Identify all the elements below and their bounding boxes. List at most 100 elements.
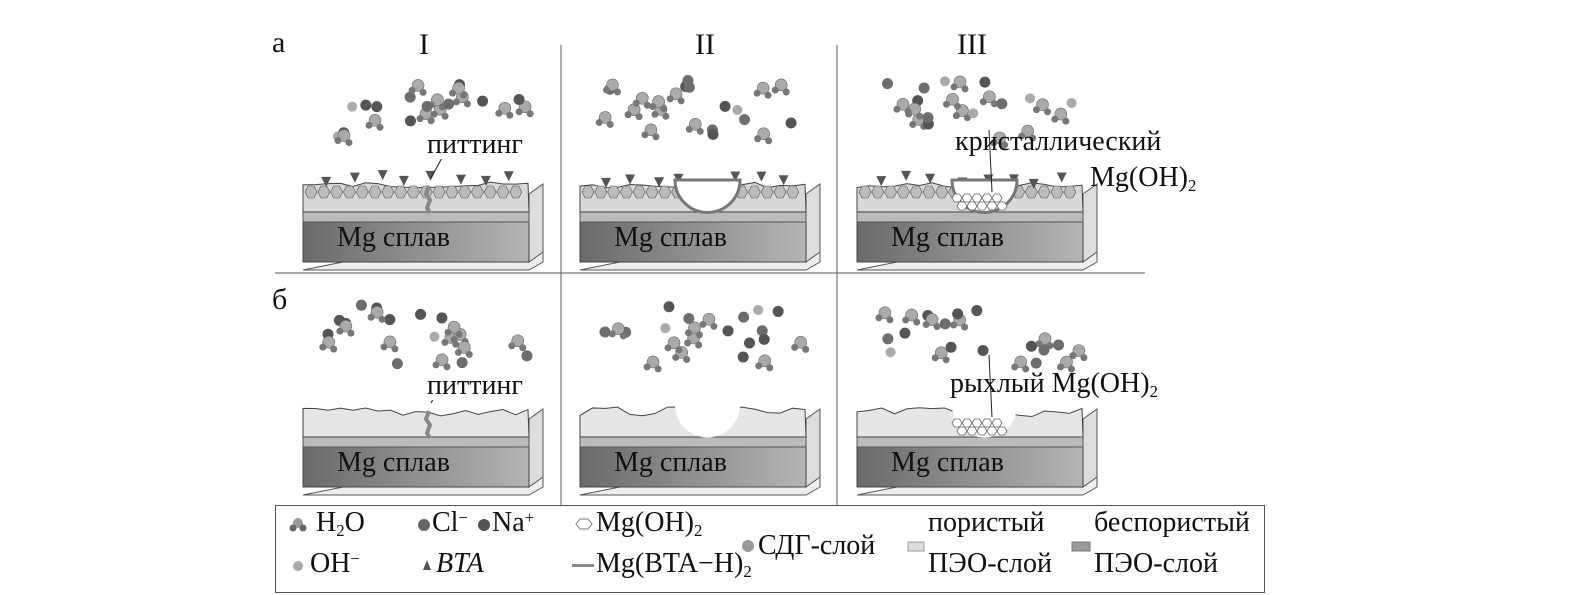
bta-molecule [601, 177, 612, 188]
ldh-platelet [594, 185, 608, 199]
na-ion [443, 98, 455, 110]
legend-nonporous-1: беспористый [1094, 507, 1250, 538]
cl-ion [436, 312, 448, 324]
h2o-molecule [454, 341, 473, 358]
h-atom [635, 113, 643, 121]
mgoh-crystal [986, 426, 998, 436]
h-atom [990, 100, 998, 108]
h-atom [595, 118, 603, 126]
h-atom [619, 332, 627, 340]
pitting-label-b: питтинг [427, 370, 523, 401]
o-atom [946, 92, 959, 106]
pit [673, 178, 742, 214]
h-atom [624, 111, 632, 119]
h-atom [408, 86, 416, 94]
h-atom [455, 330, 463, 338]
peo-nonporous-layer [579, 211, 807, 223]
h-atom [450, 335, 458, 343]
h2o-molecule [643, 355, 662, 373]
ldh-platelet [445, 185, 459, 199]
o-atom [905, 308, 918, 322]
peo-nonporous-layer [302, 436, 530, 448]
h-atom [1022, 365, 1030, 373]
ldh-platelet [935, 185, 949, 199]
na-ion [683, 81, 695, 93]
h-atom [1033, 106, 1041, 114]
h-atom [672, 353, 680, 361]
h-atom [1029, 134, 1037, 142]
h-atom [1011, 363, 1019, 371]
ldh-platelet [458, 185, 471, 199]
oh-ion [347, 101, 358, 112]
mg-alloy-block [302, 221, 530, 263]
o-atom [612, 322, 625, 336]
bta-icon [423, 560, 431, 570]
mgbta-line-icon [572, 564, 594, 567]
h-atom [782, 88, 790, 96]
cl-ion [384, 314, 396, 326]
h-atom [452, 98, 460, 106]
h-atom [943, 100, 951, 108]
ldh-platelet [304, 185, 318, 199]
o-atom [435, 353, 449, 367]
column-label-3: III [957, 28, 987, 61]
o-atom [337, 129, 351, 142]
cl-ion [477, 95, 489, 107]
pit [675, 405, 740, 438]
cl-ion [952, 308, 964, 320]
h2o-molecule [875, 306, 894, 324]
loose-mgoh-label: рыхлый Mg(OH)2 [950, 368, 1158, 402]
o-atom [794, 336, 807, 349]
h2o-molecule [1033, 98, 1052, 116]
o-atom [598, 111, 612, 124]
block-side-face [528, 183, 544, 263]
h-atom [664, 344, 672, 352]
h2o-molecule [666, 87, 685, 105]
cl-ion [404, 115, 416, 127]
h-atom [654, 365, 662, 373]
legend-cl: Cl− [432, 507, 468, 538]
na-ion [355, 299, 367, 311]
ldh-platelet [922, 185, 936, 199]
ldh-platelet [760, 185, 774, 199]
h-atom [961, 323, 969, 331]
ldh-platelet [607, 185, 620, 199]
mgoh-crystal [951, 193, 963, 203]
cl-ion [371, 101, 383, 113]
h-atom [886, 316, 894, 324]
o-atom [452, 81, 465, 95]
column-label-1: I [419, 28, 429, 61]
h2o-molecule [444, 320, 463, 338]
h-atom [802, 345, 810, 353]
h2o-molecule [1057, 355, 1076, 373]
pitting-arrow [430, 155, 444, 179]
block-side-face [528, 408, 544, 488]
na-ion [683, 312, 695, 324]
oh-ion [732, 104, 743, 115]
h-atom [1018, 132, 1026, 140]
h-atom [460, 91, 468, 99]
ldh-platelet [496, 185, 510, 199]
bta-molecule [321, 176, 332, 187]
ldh-platelet [509, 185, 523, 199]
oh-ion [968, 108, 979, 119]
crystalline-label: кристаллический [955, 126, 1162, 157]
h-atom [1062, 117, 1070, 125]
row-label-a: а [272, 26, 286, 59]
h2o-molecule [595, 111, 614, 128]
h-atom [345, 139, 353, 147]
cl-ion [719, 100, 731, 112]
h2o-molecule [449, 81, 468, 99]
h2o-molecule [699, 313, 718, 330]
o-atom [1021, 124, 1034, 138]
na-icon [478, 519, 490, 531]
mgoh-crystal [971, 193, 983, 203]
ldh-platelet [786, 185, 800, 199]
cl-ion [945, 341, 957, 353]
h2o-molecule [641, 123, 660, 141]
h2o-molecule [508, 334, 527, 352]
o-atom [667, 336, 681, 350]
ldh-platelet [432, 185, 446, 199]
h-atom [696, 127, 704, 135]
ldh-platelet [355, 185, 369, 199]
